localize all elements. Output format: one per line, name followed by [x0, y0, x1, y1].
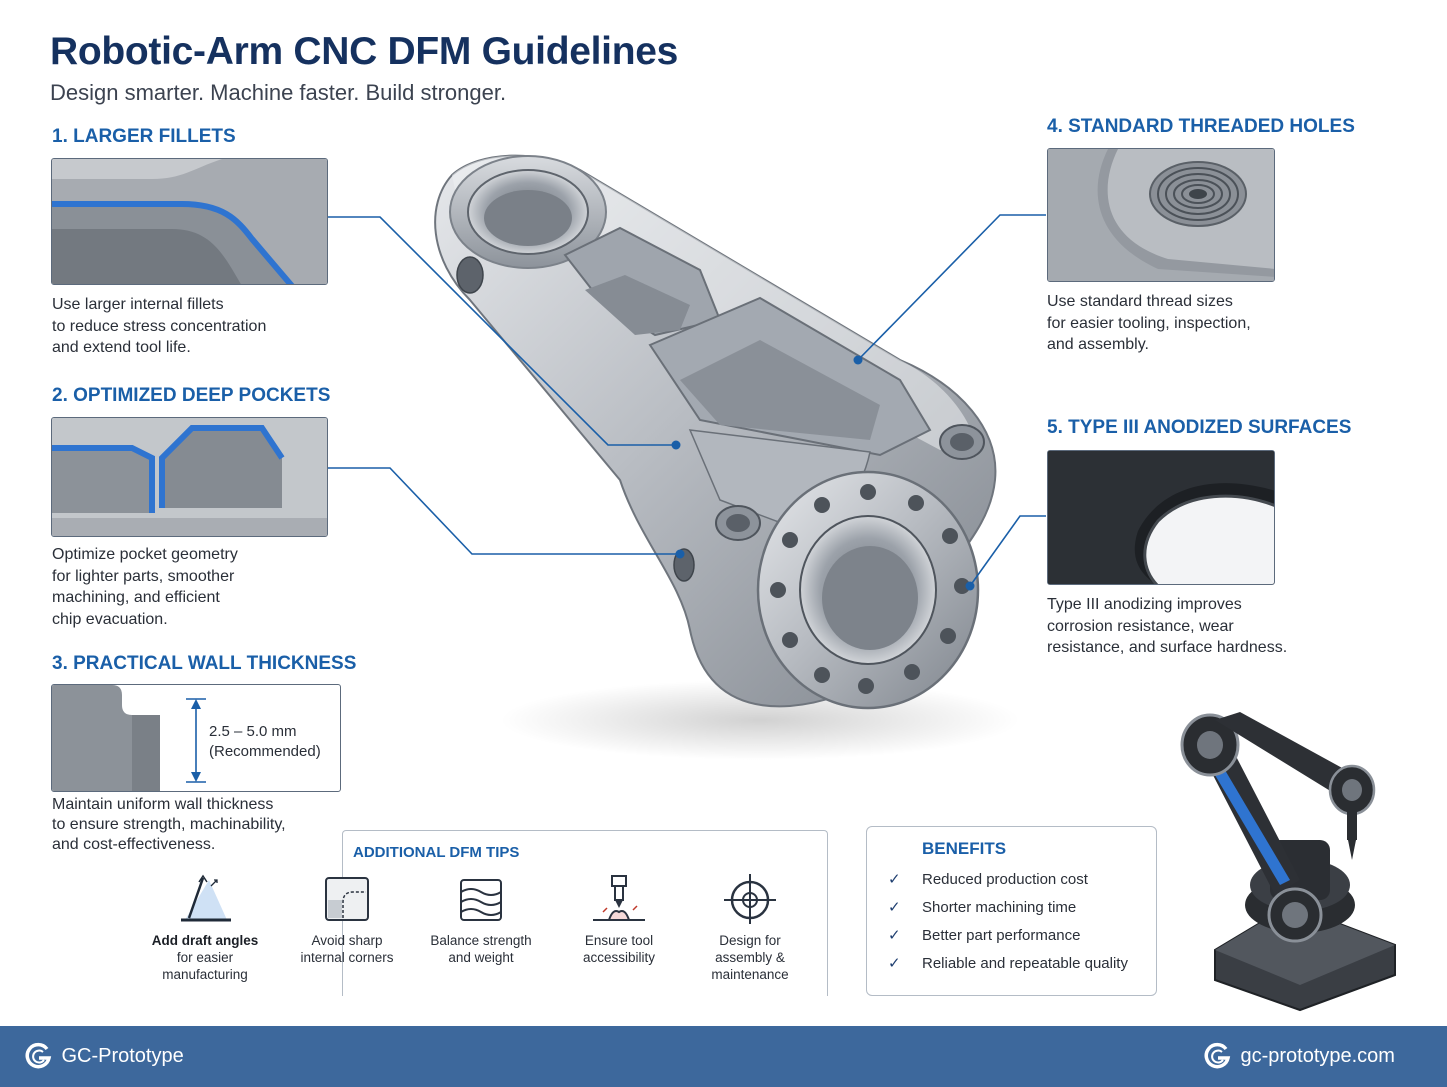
crosshair-icon [724, 874, 776, 924]
benefits-heading: BENEFITS [922, 839, 1007, 858]
check-icon: ✓ [888, 871, 901, 888]
tip-tool-access: Ensure tool accessibility [549, 872, 689, 966]
tip-label: Ensure tool accessibility [582, 933, 656, 965]
layers-icon [460, 879, 502, 921]
wall-dimension-note: (Recommended) [209, 743, 321, 760]
draft-angle-icon [181, 874, 231, 922]
check-icon: ✓ [888, 927, 901, 944]
footer-brand: GC-Prototype [25, 1042, 184, 1070]
brand-logo-icon [1204, 1042, 1231, 1069]
section-heading-anodized: 5. TYPE III ANODIZED SURFACES [1047, 417, 1352, 438]
footer-website[interactable]: gc-prototype.com [1204, 1042, 1395, 1070]
tip-sharp-corners: Avoid sharp internal corners [277, 872, 417, 966]
tip-label: Balance strength and weight [430, 933, 532, 965]
pockets-description: Optimize pocket geometry for lighter par… [52, 546, 238, 628]
wall-description: Maintain uniform wall thickness to ensur… [52, 796, 286, 853]
flange-bolt-holes [770, 484, 970, 694]
tip-draft-angles: Add draft angles for easier manufacturin… [135, 872, 275, 983]
tip-label: Avoid sharp internal corners [300, 933, 394, 965]
page-subtitle: Design smarter. Machine faster. Build st… [50, 80, 507, 105]
tip-sublabel: for easier manufacturing [162, 950, 248, 982]
anodized-description: Type III anodizing improves corrosion re… [1047, 596, 1288, 656]
wall-thickness-thumbnail [51, 684, 341, 792]
tip-assembly: Design for assembly & maintenance [680, 872, 820, 983]
check-icon: ✓ [888, 955, 901, 972]
section-heading-threads: 4. STANDARD THREADED HOLES [1047, 116, 1355, 137]
threads-thumbnail [1047, 148, 1275, 282]
benefit-item: ✓Better part performance [888, 927, 1081, 944]
section-heading-pockets: 2. OPTIMIZED DEEP POCKETS [52, 385, 331, 406]
check-icon: ✓ [888, 899, 901, 916]
tip-balance-strength: Balance strength and weight [411, 872, 551, 966]
threads-description: Use standard thread sizes for easier too… [1047, 293, 1251, 353]
robot-arm-illustration [1180, 712, 1396, 1012]
tip-label: Add draft angles [151, 933, 259, 948]
benefit-item: ✓Shorter machining time [888, 899, 1077, 916]
pockets-thumbnail [51, 417, 328, 537]
corner-radius-icon [325, 877, 369, 921]
tip-label: Design for assembly & maintenance [711, 933, 789, 982]
benefit-item: ✓Reduced production cost [888, 871, 1088, 888]
additional-tips-heading: ADDITIONAL DFM TIPS [353, 844, 520, 861]
end-mill-icon [593, 875, 645, 921]
page-title: Robotic-Arm CNC DFM Guidelines [50, 30, 679, 73]
wall-dimension-value: 2.5 – 5.0 mm [209, 723, 297, 740]
benefits-panel [866, 826, 1157, 996]
fillets-thumbnail [51, 158, 328, 285]
section-heading-fillets: 1. LARGER FILLETS [52, 126, 236, 147]
brand-logo-icon [25, 1042, 52, 1069]
benefit-item: ✓Reliable and repeatable quality [888, 955, 1128, 972]
footer-bar: GC-Prototype gc-prototype.com [0, 1026, 1447, 1087]
anodized-thumbnail [1047, 450, 1275, 585]
fillets-description: Use larger internal fillets to reduce st… [52, 296, 267, 356]
section-heading-wall-thickness: 3. PRACTICAL WALL THICKNESS [52, 653, 357, 674]
